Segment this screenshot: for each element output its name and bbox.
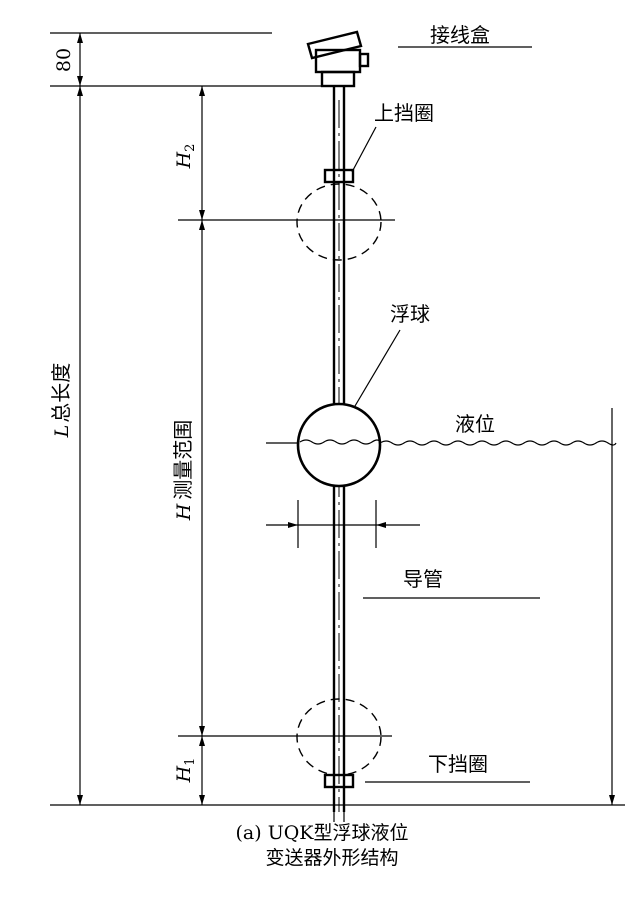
- float-upper-limit-outline: [296, 183, 382, 261]
- label-guide-tube: 导管: [403, 567, 443, 591]
- dimension-lines: [77, 33, 615, 805]
- label-junction-box: 接线盒: [430, 23, 490, 47]
- caption-line-1: (a) UQK型浮球液位: [236, 822, 409, 844]
- liquid-surface: [266, 408, 617, 446]
- reference-lines: [50, 32, 625, 806]
- dim-label-h1: H1: [173, 758, 198, 784]
- float-lower-limit-outline: [296, 698, 382, 776]
- junction-box: [306, 30, 370, 88]
- label-float-ball: 浮球: [390, 302, 430, 326]
- label-liquid-level: 液位: [455, 412, 495, 436]
- float-ball: [296, 402, 382, 488]
- dim-label-80: 80: [53, 48, 75, 72]
- leader-lines: [351, 46, 540, 783]
- dim-label-total-length: L总长度: [49, 363, 73, 439]
- label-upper-stop-ring: 上挡圈: [374, 101, 434, 125]
- upper-stop-ring: [323, 168, 355, 184]
- dim-label-measuring-range: H测量范围: [171, 420, 195, 522]
- dim-label-h2: H2: [173, 144, 198, 170]
- caption-line-2: 变送器外形结构: [265, 847, 398, 869]
- label-lower-stop-ring: 下挡圈: [428, 752, 488, 776]
